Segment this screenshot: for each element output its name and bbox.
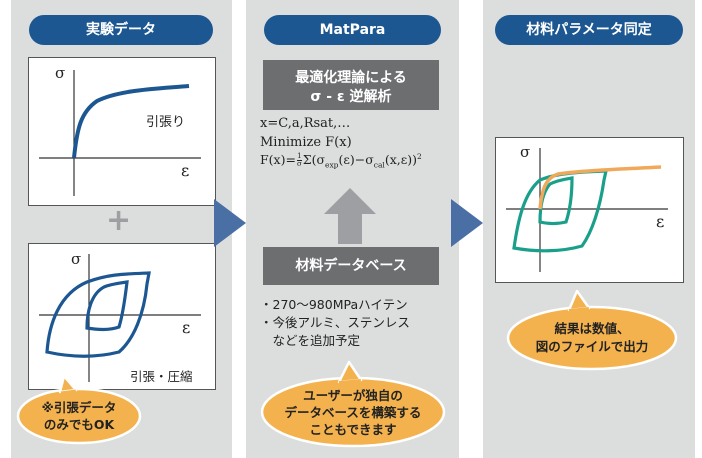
sigma-label: σ (520, 143, 531, 161)
minimize-line: Minimize F(x) (260, 135, 352, 150)
arrow-right-icon (214, 199, 246, 247)
output-bubble: 結果は数値、 図のファイルで出力 (503, 288, 681, 374)
sigma-label: σ (71, 250, 82, 268)
database-header: 材料データベース (263, 247, 439, 285)
note-line-2: のみでもOK (43, 417, 115, 432)
database-item-1: ・270～980MPaハイテン (260, 297, 408, 312)
tension-label: 引張り (146, 115, 186, 130)
identified-curve (538, 165, 662, 210)
sigma-label: σ (55, 64, 66, 82)
experiment-title: 実験データ (29, 15, 213, 45)
epsilon-label: ε (656, 212, 665, 231)
note-line-1: ※引張データ (41, 400, 117, 415)
bubble-line-2: データベースを構築する (284, 405, 422, 420)
arrow-up-icon (324, 188, 376, 244)
identification-title: 材料パラメータ同定 (495, 15, 683, 45)
note-bubble: ※引張データ のみでもOK (14, 374, 144, 446)
epsilon-label: ε (182, 318, 191, 337)
optimization-header: 最適化理論による σ - ε 逆解析 (263, 60, 439, 110)
params-line: x=C,a,Rsat,… (260, 116, 351, 131)
database-item-3: などを追加予定 (260, 333, 361, 348)
cyclic-chart: σ ε 引張・圧縮 (28, 243, 216, 390)
bubble-line-3: こともできます (309, 422, 397, 437)
cyclic-loop-inner (85, 280, 129, 331)
database-item-2: ・今後アルミ、ステンレス (260, 315, 410, 330)
cyclic-label: 引張・圧縮 (130, 369, 193, 384)
simulated-loop-inner (538, 176, 574, 226)
user-database-bubble: ユーザーが独自の データベースを構築する こともできます (257, 358, 449, 450)
tension-curve (72, 84, 190, 159)
plus-icon: + (106, 203, 132, 238)
identification-chart: σ ε (495, 137, 684, 283)
bubble-line-1: ユーザーが独自の (303, 388, 403, 403)
epsilon-label: ε (181, 161, 190, 180)
tension-chart: σ ε 引張り (28, 57, 216, 206)
output-line-2: 図のファイルで出力 (535, 339, 649, 354)
matpara-title: MatPara (264, 15, 441, 45)
arrow-right-icon (451, 199, 483, 247)
simulated-loop-outer (512, 169, 609, 253)
output-line-1: 結果は数値、 (554, 321, 630, 336)
cyclic-loop-outer (45, 271, 151, 358)
